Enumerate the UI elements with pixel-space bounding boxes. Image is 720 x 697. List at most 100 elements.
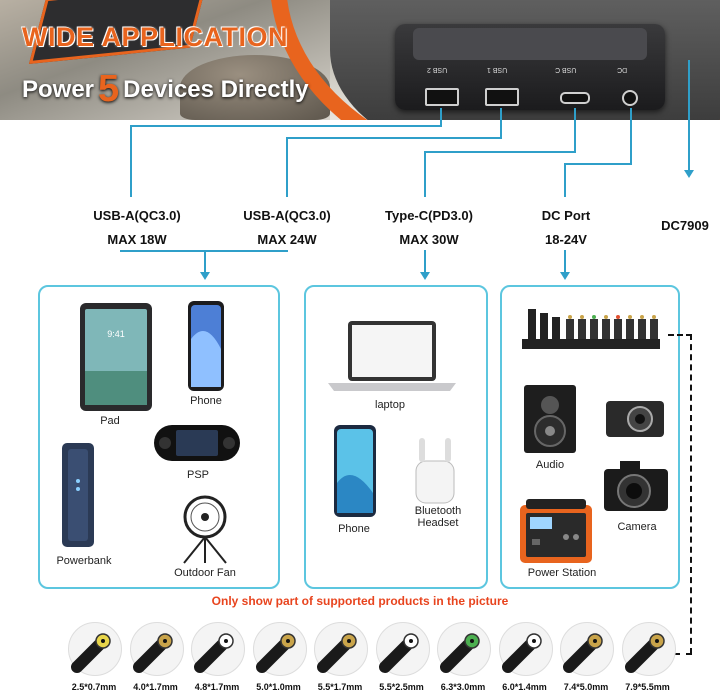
device-label-powerbank: Powerbank [56,555,112,567]
fan-icon [183,495,227,564]
output-voltage: 18-24V [545,232,587,247]
device-label-audio: Audio [535,459,565,471]
connector-line [286,137,288,197]
speaker-icon [524,385,576,453]
dc-tip-size-label: 6.3*3.0mm [440,682,486,692]
dc-port [622,90,638,106]
dc-tip-size-label: 6.0*1.4mm [502,682,547,692]
dc-tip-icon [129,622,184,676]
output-type: USB-A(QC3.0) [243,208,331,223]
module-top-panel [413,28,647,60]
device-label-pad: Pad [100,415,120,427]
device-label-bluetooth-headset: Bluetooth Headset [414,505,462,529]
smartphone-icon [188,301,224,391]
connector-line [286,137,502,139]
dc-tips-icon [522,309,660,349]
device-label-phone: Phone [190,395,222,407]
dashed-connector [690,334,692,654]
device-label-outdoor-fan: Outdoor Fan [174,567,236,579]
connector-line [630,108,632,165]
dc-tip-size-label: 2.5*0.7mm [71,682,117,692]
output-label-usbc: Type-C(PD3.0) MAX 30W [364,204,494,252]
power-module: USB 2 USB 1 USB C DC [395,24,665,110]
port-label-usb2: USB 2 [427,66,448,73]
device-label-psp: PSP [186,469,209,481]
page-title: WIDE APPLICATION [22,22,288,52]
device-label-camera: Camera [617,521,657,533]
output-power: MAX 18W [107,232,167,247]
laptop-icon [328,321,456,391]
output-label-dc: DC Port 18-24V [506,204,626,252]
connector-line [130,125,132,197]
arrow-down-icon [420,272,430,280]
device-label-power-station: Power Station [527,567,597,579]
arrow-down-icon [684,170,694,178]
dc-tip-icon [252,622,307,676]
dashed-connector [674,653,692,655]
svg-text:9:41: 9:41 [107,329,125,339]
connector-line [440,108,442,126]
connector-line [424,151,426,197]
port-label-usbc: USB C [555,66,577,73]
output-type: DC Port [541,208,591,223]
dc-device-box: Audio Camera Power Station [500,285,680,589]
connector-line [574,108,576,153]
usb-port-2 [425,88,459,106]
arrow-down-icon [200,272,210,280]
device-label-phone: Phone [338,523,370,535]
powerbank-icon [62,443,94,547]
port-label-dc: DC [617,66,628,73]
arrow-down-icon [560,272,570,280]
output-label-usb1: USB-A(QC3.0) MAX 24W [222,204,352,252]
typec-device-box: laptop Phone Bluetooth Headset [304,285,488,589]
connector-line [204,250,206,274]
earbuds-icon [415,438,455,504]
dc-tip-icon [437,622,491,676]
dc-tip-icon [68,622,122,676]
disclaimer-note: Only show part of supported products in … [211,594,509,608]
dc-tip-size-label: 7.4*5.0mm [563,682,609,692]
connector-line [564,163,566,197]
usb-device-box: 9:41 Pad Phone PSP Powerbank Outdoor Fan [38,285,280,589]
output-power: MAX 30W [399,232,459,247]
camera-icon [606,401,664,437]
dc-tip-icon [314,622,368,676]
connector-line [130,125,442,127]
dc-tip-size-label: 5.0*1.0mm [256,682,301,692]
dc-tip-icon [375,622,430,676]
port-label-usb1: USB 1 [487,66,508,73]
hero-banner: USB 2 USB 1 USB C DC WIDE APPLICATION Po… [0,0,720,120]
dc-tip-icon [191,622,245,676]
device-label-laptop: laptop [375,399,405,411]
dc-tip-icon [498,622,553,676]
connector-line [688,60,690,172]
output-type: USB-A(QC3.0) [93,208,181,223]
dc-tip-size-label: 5.5*2.5mm [379,682,424,692]
connector-line [564,163,632,165]
tablet-icon: 9:41 [80,303,152,411]
connector-line [564,250,566,274]
dc-tip-size-label: 4.0*1.7mm [133,682,178,692]
output-label-usb2: USB-A(QC3.0) MAX 18W [72,204,202,252]
subtitle-suffix: Devices Directly [123,76,309,103]
output-type: Type-C(PD3.0) [385,208,473,223]
dashed-connector [668,334,692,336]
connector-line [424,151,576,153]
connector-line [500,108,502,138]
camera-icon [604,461,668,511]
usb-port-1 [485,88,519,106]
output-label-dc7909: DC7909 [661,218,709,233]
subtitle-number: 5 [98,68,120,110]
connector-line [424,250,426,274]
dc-tip-size-label: 7.9*5.5mm [625,682,670,692]
handheld-console-icon [154,425,240,461]
dc-tip-icon [621,622,676,676]
dc-tip-size-label: 5.5*1.7mm [317,682,363,692]
usbc-port [560,92,590,104]
dc-tip-size-label: 4.8*1.7mm [194,682,240,692]
smartphone-icon [334,425,376,517]
power-station-icon [520,499,592,563]
subtitle-prefix: Power [22,76,95,103]
dc-tip-icon [560,622,614,676]
